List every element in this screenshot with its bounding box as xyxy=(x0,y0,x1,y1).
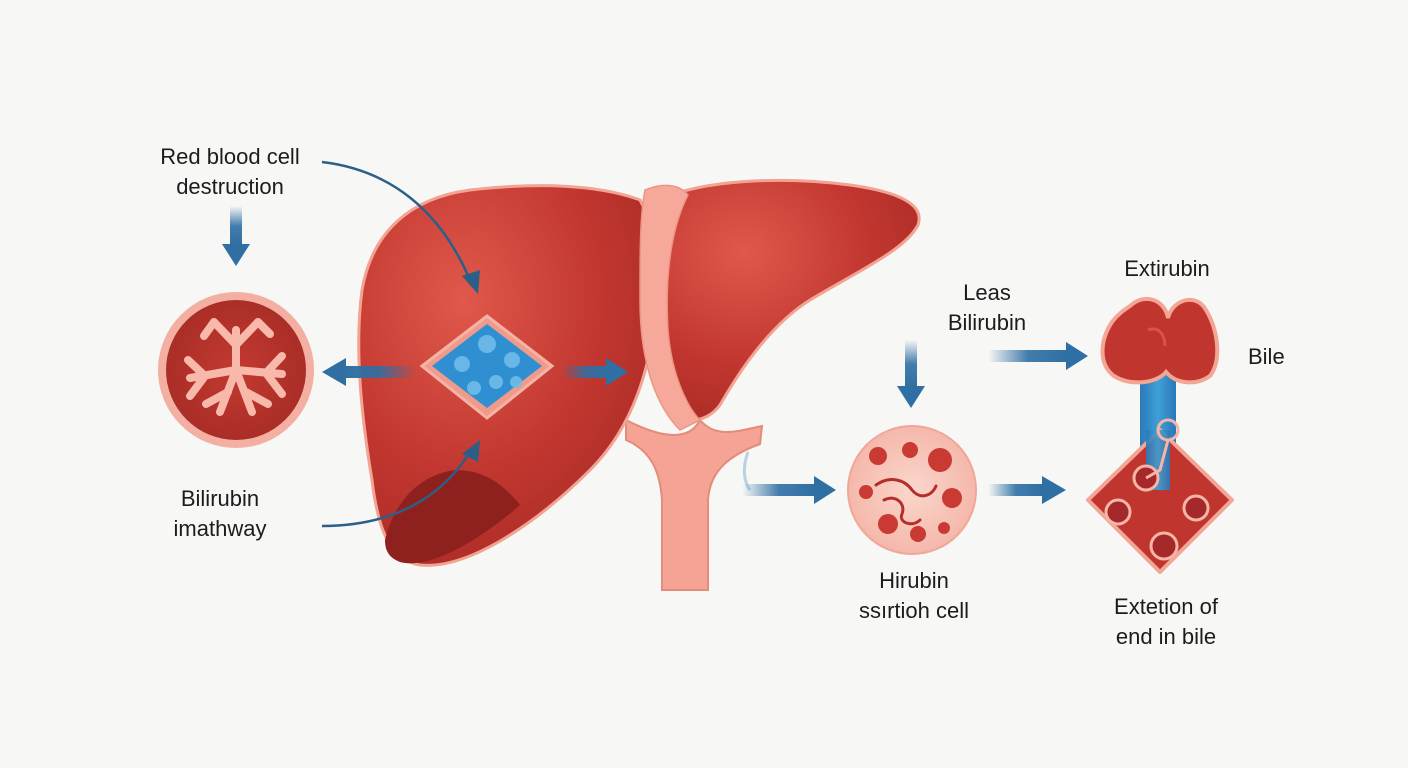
arrow-down-leas xyxy=(897,340,925,408)
liver-illustration xyxy=(357,178,921,591)
label-extirubin: Extirubin xyxy=(1124,256,1210,281)
upper-lobes xyxy=(1100,296,1220,385)
arrow-left-to-rbc xyxy=(322,358,416,386)
hepatocyte-diamond xyxy=(419,314,555,420)
label-rbc-destruction: Red blood cell destruction xyxy=(160,144,300,199)
lower-diamond xyxy=(1086,428,1234,574)
label-bilirubin-pathway: Bilirubin imathway xyxy=(173,486,267,541)
bile-structure xyxy=(1086,296,1234,574)
curved-arrow-top xyxy=(321,160,480,294)
label-bile: Bile xyxy=(1248,344,1285,369)
curved-arrow-bottom xyxy=(321,440,480,528)
label-leas-bilirubin: Leas Bilirubin xyxy=(947,280,1027,335)
falciform-ligament xyxy=(639,184,702,431)
branching-structure xyxy=(184,318,286,416)
arrows xyxy=(222,160,1088,528)
arrow-right-to-extirubin xyxy=(988,342,1088,370)
liver-fold xyxy=(385,470,520,564)
arrow-to-hirubin-cell xyxy=(742,451,836,504)
hirubin-cell-circle xyxy=(847,425,977,555)
label-hirubin-cell: Hirubin ssırtioh cell xyxy=(858,568,970,623)
portal-vein xyxy=(625,418,764,591)
arrow-right-from-diamond xyxy=(562,358,628,386)
label-extetion-of-end-in-bile: Extetion of end in bile xyxy=(1114,594,1218,649)
arrow-down-rbc xyxy=(222,206,250,266)
liver-left-lobe xyxy=(647,178,921,422)
red-blood-cell-circle xyxy=(158,292,314,448)
arrow-right-to-extetion xyxy=(988,476,1066,504)
